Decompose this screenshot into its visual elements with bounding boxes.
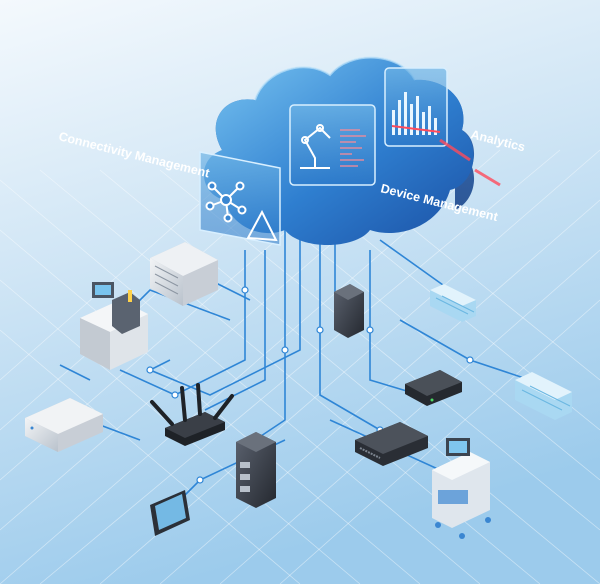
code-lines (340, 129, 366, 167)
industrial-switch-icon (236, 432, 276, 508)
touch-panel-icon (150, 490, 190, 536)
robot-arm-icon (300, 124, 331, 169)
hub-network-icon (205, 181, 247, 223)
edge-router-icon (405, 370, 462, 406)
bar-chart-icon (392, 92, 437, 135)
connectivity-panel (199, 151, 281, 246)
io-module-icon (430, 284, 476, 322)
server-rack-icon (150, 242, 218, 306)
medical-cart-icon (432, 438, 491, 539)
analytics-panel (384, 67, 448, 147)
ethernet-switch-icon (355, 422, 428, 466)
edge-gateway-icon (334, 284, 364, 338)
connection-lines (59, 225, 531, 501)
wifi-router-icon (150, 383, 234, 446)
red-accent-beams (439, 138, 501, 187)
robot-arm-panel (289, 104, 376, 186)
cnc-machine-icon (80, 282, 148, 370)
nas-storage-icon (25, 398, 103, 452)
io-module-icon (515, 372, 572, 420)
